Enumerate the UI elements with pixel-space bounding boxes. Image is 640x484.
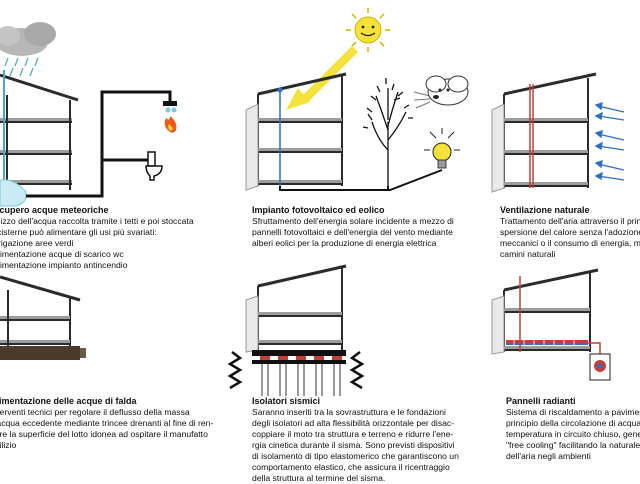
isolator-foundation — [252, 350, 346, 396]
panel-line: alberi eolici per la produzione di energ… — [252, 238, 437, 248]
panel-line: Trattamento dell'aria attraverso il prin… — [500, 216, 640, 226]
energy-wires — [279, 169, 443, 191]
panel-line: spersione del calore senza l'adozione di… — [500, 227, 640, 237]
panel-line: temperatura in circuito chiuso, generato… — [506, 429, 640, 439]
panel-line: meccanici o il consumo di energia, media… — [500, 238, 640, 248]
panel-line: in cisterne può alimentare gli usi più s… — [0, 227, 157, 237]
sun-ray-arrow — [286, 46, 358, 110]
light-bulb-icon — [424, 128, 460, 169]
panel-line: Sistema di riscaldamento a pavimento bas… — [506, 407, 640, 417]
panel-rainwater-text: Recupero acque meteoriche Utilizzo dell'… — [0, 205, 194, 271]
tree-icon — [362, 78, 413, 186]
panel-title: Impianto fotovoltaico ed eolico — [252, 205, 385, 215]
panel-radiant-text: Pannelli radianti Sistema di riscaldamen… — [506, 396, 640, 462]
panel-line: coppiare il moto tra struttura e terreno… — [252, 429, 454, 439]
panel-seismic-text: Isolatori sismici Saranno inseriti tra l… — [252, 396, 459, 484]
panel-title: Ventilazione naturale — [500, 205, 590, 215]
rainwater-pipes — [26, 90, 172, 198]
panel-title: Pannelli radianti — [506, 396, 576, 406]
rainwater-building — [0, 70, 79, 190]
panel-line: Utilizzo dell'acqua raccolta tramite i t… — [0, 216, 194, 226]
panel-groundwater-text: Alimentazione delle acque di falda Inter… — [0, 396, 213, 451]
wind-face-cloud-icon — [413, 75, 469, 109]
radiant-building — [491, 268, 599, 355]
inflow-arrows — [594, 102, 625, 181]
panel-line: - alimentazione impianto antincendio — [0, 260, 128, 270]
sun-icon — [346, 8, 390, 52]
panel-line: dell'aria negli ambienti — [506, 451, 591, 461]
panel-title: Isolatori sismici — [252, 396, 321, 406]
soil-layer — [0, 346, 86, 360]
heat-pump-icon — [589, 353, 611, 381]
panel-line: pannelli fotovoltaici e dell'energia del… — [252, 227, 453, 237]
panel-line: principio della circolazione di acqua a … — [506, 418, 640, 428]
panel-line: d'acqua eccedente mediante trincee drena… — [0, 418, 214, 428]
panel-title: Recupero acque meteoriche — [0, 205, 109, 215]
panel-pv-wind-text: Impianto fotovoltaico ed eolico Sfruttam… — [252, 205, 454, 249]
panel-line: Interventi tecnici per regolare il deflu… — [0, 407, 190, 417]
flame-icon — [164, 116, 177, 133]
panel-line: degli isolatori ad alta flessibilità ori… — [252, 418, 455, 428]
sprinkler-icon — [163, 101, 177, 113]
panel-line: della struttura al termine del sisma. — [252, 473, 386, 483]
panel-ventilation-text: Ventilazione naturale Trattamento dell'a… — [500, 205, 640, 260]
pv-building — [245, 72, 347, 191]
panel-line: comportamento elastico, che assicura il … — [252, 462, 450, 472]
panel-line: Saranno inseriti tra la sovrastruttura e… — [252, 407, 446, 417]
panel-title: Alimentazione delle acque di falda — [0, 396, 137, 406]
isolator-building — [245, 264, 347, 353]
seismic-wave-icon — [227, 351, 365, 390]
groundwater-building — [0, 275, 81, 346]
panel-line: Sfruttamento dell'energia solare inciden… — [252, 216, 454, 226]
water-tank-icon — [0, 179, 27, 207]
panel-line: - alimentazione acque di scarico wc — [0, 249, 124, 259]
panel-line: - irrigazione aree verdi — [0, 238, 74, 248]
panel-line: rgia cinetica durante il sisma. Sono pre… — [252, 440, 455, 450]
ventilation-building — [491, 72, 597, 193]
panel-line: camini naturali — [500, 249, 556, 259]
rain-cloud-icon — [0, 22, 56, 77]
panel-line: edilizio — [0, 440, 17, 450]
toilet-icon — [145, 151, 163, 181]
panel-line: di isolamento di tipo elastomerico che g… — [252, 451, 459, 461]
panel-line: dere la superficie del lotto idonea ad o… — [0, 429, 208, 439]
panel-line: "free cooling" facilitando la naturale c… — [506, 440, 640, 450]
